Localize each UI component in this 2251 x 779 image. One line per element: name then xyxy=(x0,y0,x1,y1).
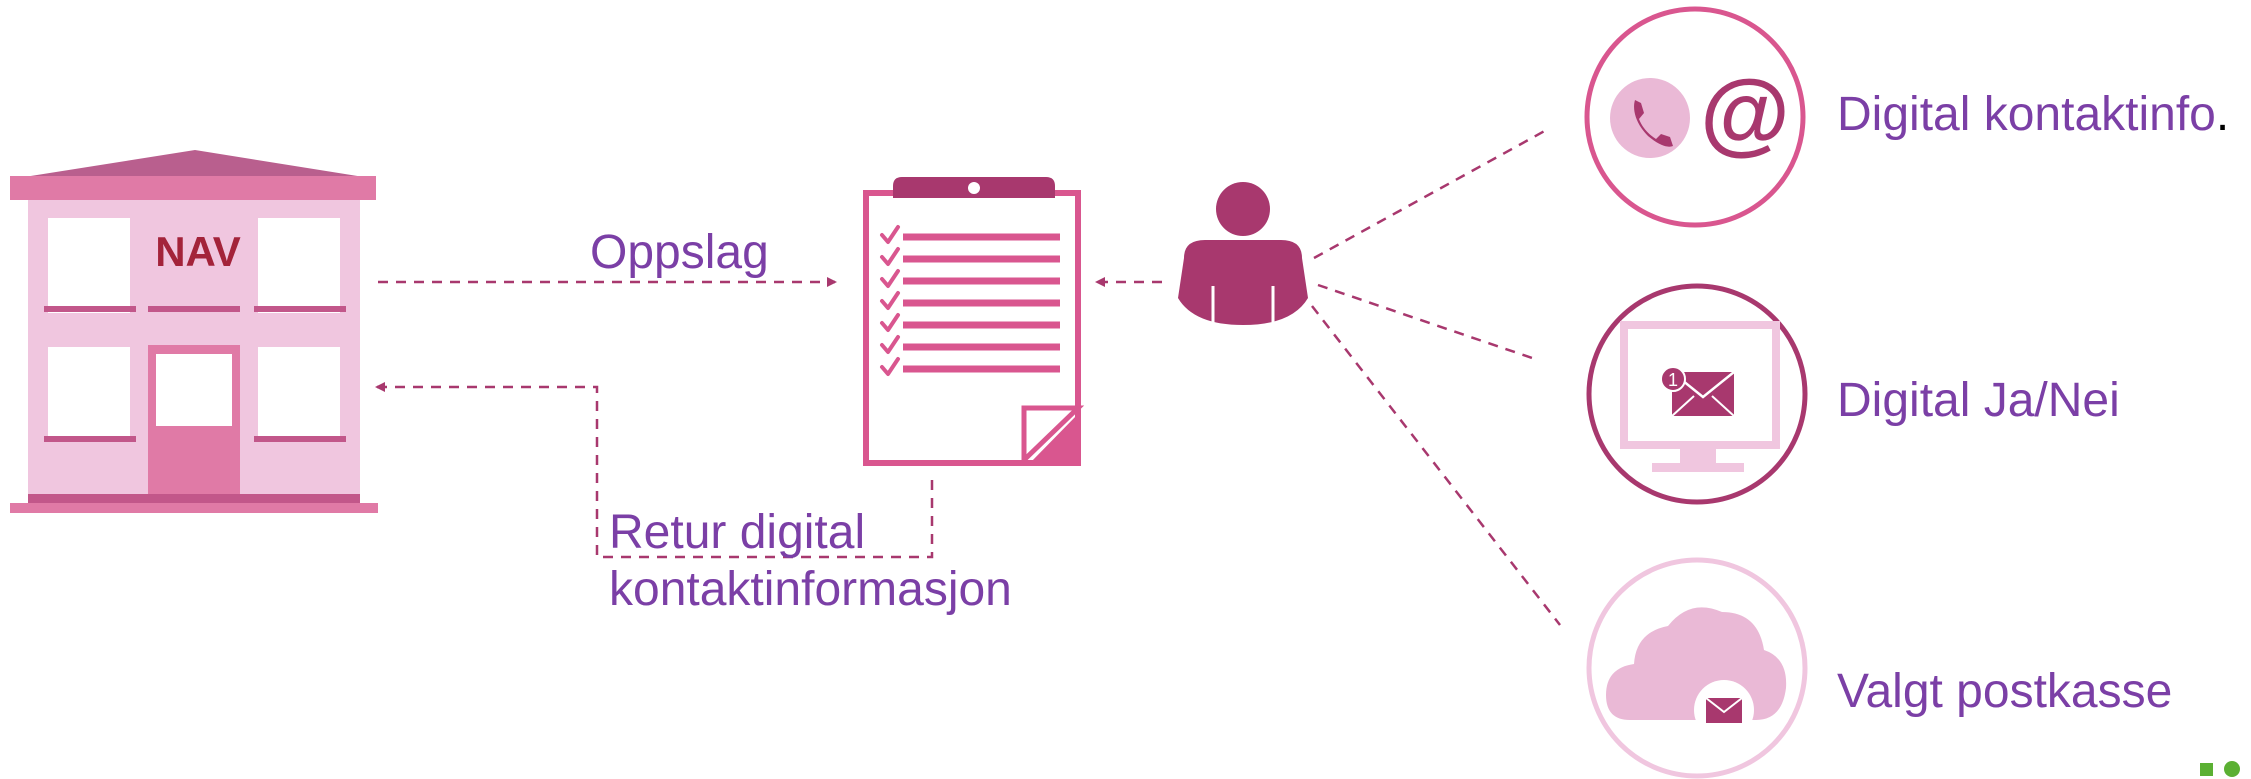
monitor-mail-icon: 1 xyxy=(1586,283,1808,505)
person-icon xyxy=(1178,182,1308,325)
connector-to-yes-no xyxy=(1317,283,1539,362)
lookup-label: Oppslag xyxy=(590,226,769,279)
return-label-line2: kontaktinformasjon xyxy=(609,563,1012,616)
contact-info-text: Digital kontaktinfo xyxy=(1837,88,2216,141)
cloud-mailbox-icon xyxy=(1586,557,1808,779)
nav-building: NAV xyxy=(10,150,378,513)
option-yes-no-label: Digital Ja/Nei xyxy=(1837,374,2120,427)
contact-info-period: . xyxy=(2215,88,2230,141)
connector-to-contact-info xyxy=(1313,126,1551,260)
svg-text:@: @ xyxy=(1700,62,1790,164)
logo-mark-icon xyxy=(2200,761,2240,777)
connector-to-mailbox xyxy=(1311,305,1561,626)
document-icon xyxy=(863,177,1085,466)
option-contact-info-label: Digital kontaktinfo. xyxy=(1837,86,2229,144)
phone-email-icon: @ xyxy=(1584,6,1806,228)
connectors xyxy=(375,126,1561,626)
building-sign: NAV xyxy=(155,228,241,275)
mail-count-badge: 1 xyxy=(1668,370,1678,390)
return-arrow xyxy=(375,382,934,559)
return-label-line1: Retur digital xyxy=(609,506,866,559)
option-mailbox-label: Valgt postkasse xyxy=(1837,665,2173,718)
